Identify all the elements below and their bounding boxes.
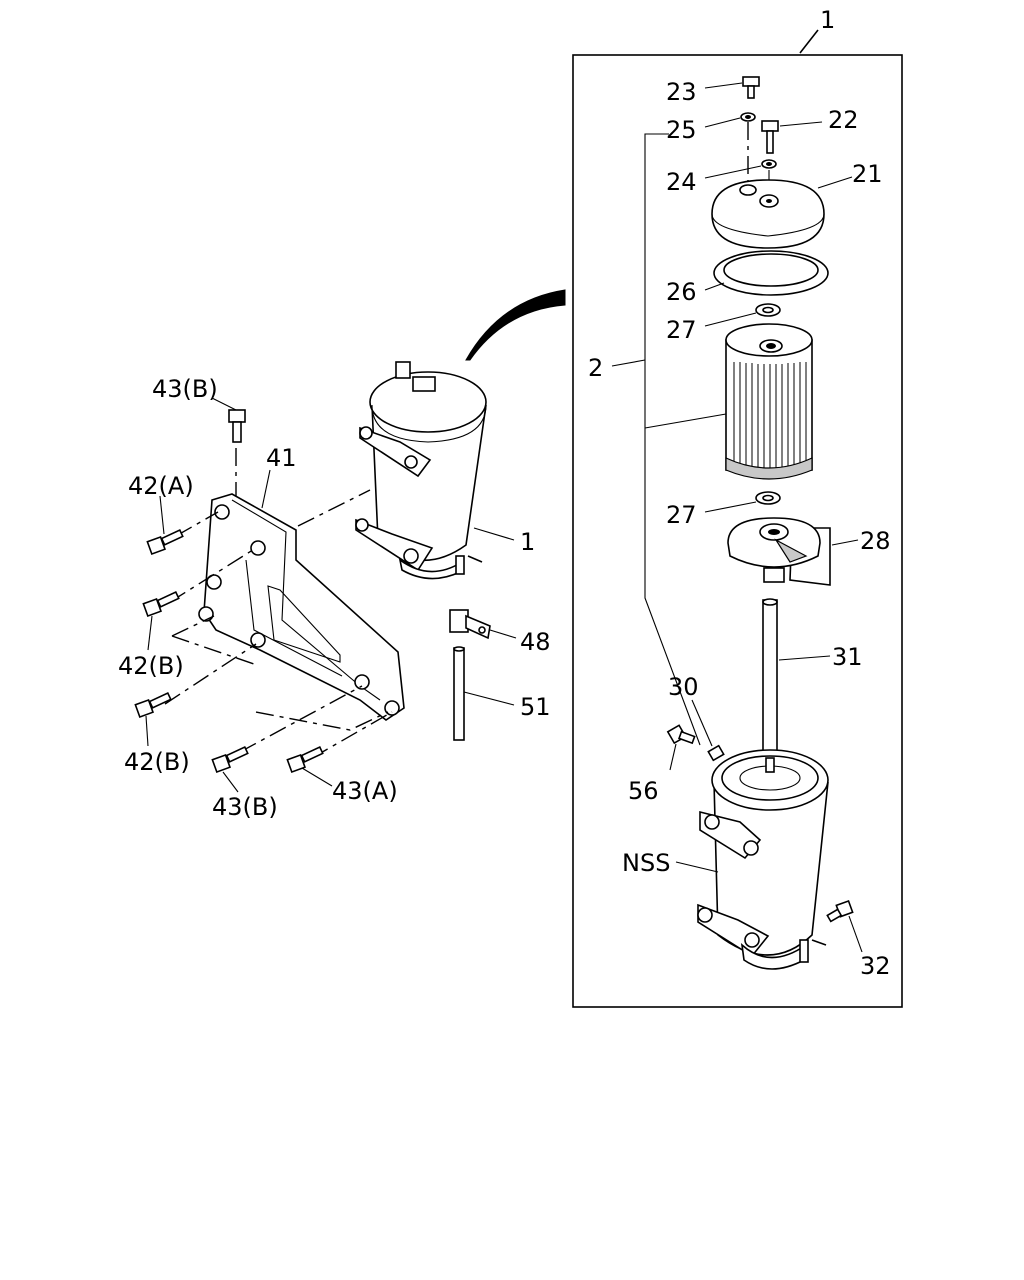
leader-22: [779, 121, 823, 127]
callout-30: 30: [668, 673, 699, 701]
leader-51: [463, 691, 515, 706]
leader-1-top: [799, 29, 819, 54]
callout-27-lower: 27: [666, 501, 697, 529]
leader-43b-bottom: [222, 771, 239, 793]
bolt-43b-top: [228, 409, 246, 443]
leader-filter-element: [644, 413, 727, 429]
callout-41: 41: [266, 444, 297, 472]
bolt-22: [761, 120, 779, 154]
detail-link-arrow: [465, 289, 566, 361]
leader-28: [831, 539, 859, 546]
callout-23: 23: [666, 78, 697, 106]
leader-nss: [675, 861, 719, 873]
bolt-56: [666, 724, 696, 745]
leader-27-lower: [704, 501, 757, 513]
leader-27-upper: [704, 312, 757, 327]
callout-28: 28: [860, 527, 891, 555]
callout-24: 24: [666, 168, 697, 196]
callout-32: 32: [860, 952, 891, 980]
callout-27-upper: 27: [666, 316, 697, 344]
bolt-32: [826, 899, 854, 923]
callout-21: 21: [852, 160, 883, 188]
center-pipe-31: [762, 598, 778, 771]
gasket-27-upper: [755, 303, 781, 317]
align-line-42a: [175, 511, 219, 537]
bolt-43a: [286, 745, 324, 773]
filter-assembly-1: [355, 361, 487, 580]
leader-56: [669, 743, 677, 771]
leader-42b-lower: [145, 715, 149, 747]
leader-2: [611, 359, 646, 367]
clamp-48: [449, 609, 491, 640]
callout-42b-lower: 42(B): [124, 748, 190, 776]
align-line-43a: [311, 711, 393, 759]
leader-26: [704, 282, 725, 291]
leader-21: [817, 176, 853, 189]
pipe-51: [453, 646, 465, 741]
bolt-42b-lower: [134, 691, 172, 718]
filter-element: [725, 323, 813, 480]
gasket-27-lower: [755, 491, 781, 505]
align-lines-misc: [171, 615, 389, 731]
detail-box-frame: [572, 54, 903, 1008]
filter-housing-nss: [697, 749, 829, 970]
washer-25: [740, 112, 756, 122]
o-ring-26: [713, 250, 829, 296]
bracket-item-2: [644, 133, 701, 746]
leader-24: [704, 165, 762, 179]
callout-48: 48: [520, 628, 551, 656]
cover-21: [711, 179, 825, 249]
callout-56: 56: [628, 777, 659, 805]
leader-43a: [301, 767, 333, 787]
washer-24: [761, 159, 777, 169]
callout-22: 22: [828, 106, 859, 134]
leader-42a: [159, 495, 165, 535]
callout-1-left: 1: [520, 528, 535, 556]
callout-25: 25: [666, 116, 697, 144]
callout-26: 26: [666, 278, 697, 306]
align-line-bracket-filter: [297, 489, 371, 527]
leader-42b-upper: [147, 615, 153, 651]
leader-41: [261, 469, 271, 509]
filter-base-28: [727, 517, 831, 586]
callout-42b-upper: 42(B): [118, 652, 184, 680]
leader-25: [704, 117, 741, 128]
leader-1-left: [473, 527, 515, 541]
leader-32: [848, 915, 863, 953]
align-line-42b-upper: [169, 547, 257, 603]
callout-43b-top: 43(B): [152, 375, 218, 403]
bolt-43b-bottom: [211, 745, 249, 773]
callout-2: 2: [588, 354, 603, 382]
callout-43b-bottom: 43(B): [212, 793, 278, 821]
leader-31: [778, 655, 831, 661]
leader-30: [691, 699, 713, 747]
callout-51: 51: [520, 693, 551, 721]
leader-23: [704, 82, 743, 89]
plug-30: [707, 744, 725, 762]
callout-42a: 42(A): [128, 472, 194, 500]
align-line-43b-bottom: [239, 685, 363, 753]
callout-31: 31: [832, 643, 863, 671]
bolt-42a: [146, 528, 184, 555]
bracket-41: [198, 493, 405, 721]
bolt-42b-upper: [142, 590, 180, 617]
leader-48: [489, 629, 517, 639]
callout-43a: 43(A): [332, 777, 398, 805]
leader-43b-top: [211, 397, 237, 411]
callout-nss: NSS: [622, 849, 670, 877]
bolt-23: [742, 76, 760, 99]
callout-1-top: 1: [820, 6, 835, 34]
